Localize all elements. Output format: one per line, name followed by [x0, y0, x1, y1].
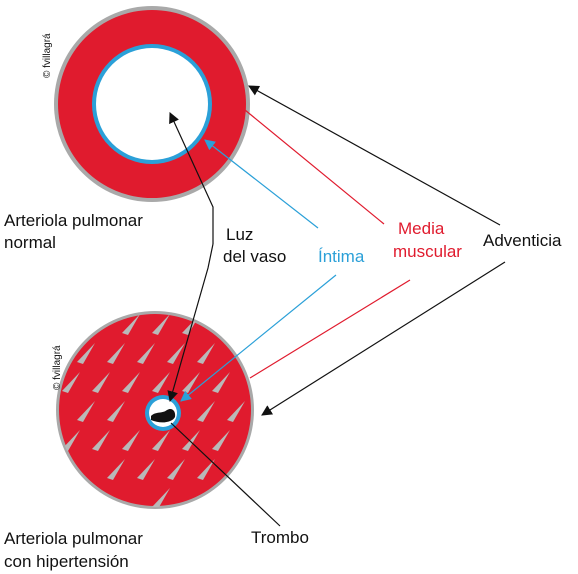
muscle-fiber [122, 372, 140, 393]
trombo-leader [170, 422, 281, 527]
muscle-fiber [107, 343, 125, 364]
muscle-fiber [137, 459, 155, 480]
luz-leader-top [169, 112, 214, 244]
muscle-fiber-pattern [62, 314, 245, 507]
media-leader-top [244, 109, 385, 225]
hypertensive-arteriole: © fvillagrá [52, 311, 254, 509]
copyright-top: © fvillagrá [42, 33, 53, 78]
normal-lumen [96, 48, 208, 160]
label-hyper-line2: con hipertensión [4, 552, 129, 571]
label-luz-line1: Luz [226, 225, 253, 244]
label-adventicia: Adventicia [483, 231, 562, 250]
muscle-fiber [62, 430, 80, 451]
label-media-line1: Media [398, 219, 445, 238]
media-leader-bottom [249, 279, 411, 379]
copyright-bottom: © fvillagrá [52, 345, 63, 390]
label-trombo: Trombo [251, 528, 309, 547]
muscle-fiber [77, 401, 95, 422]
muscle-fiber [197, 401, 215, 422]
adventicia-leader-top [248, 85, 501, 226]
labels: Arteriola pulmonar normal Luz del vaso Í… [4, 211, 562, 571]
muscle-fiber [77, 343, 95, 364]
muscle-fiber [152, 314, 170, 335]
muscle-fiber [92, 430, 110, 451]
muscle-fiber [107, 459, 125, 480]
leader-lines [167, 85, 506, 527]
muscle-fiber [122, 430, 140, 451]
thrombus [151, 408, 176, 423]
label-luz-line2: del vaso [223, 247, 286, 266]
muscle-fiber [167, 459, 185, 480]
intima-leader-bottom [180, 274, 337, 402]
normal-arteriole: © fvillagrá [42, 6, 250, 202]
muscle-fiber [227, 401, 245, 422]
label-normal-line1: Arteriola pulmonar [4, 211, 143, 230]
label-hyper-line1: Arteriola pulmonar [4, 529, 143, 548]
muscle-fiber [197, 343, 215, 364]
muscle-fiber [62, 372, 80, 393]
muscle-fiber [152, 488, 170, 507]
muscle-fiber [212, 372, 230, 393]
muscle-fiber [137, 343, 155, 364]
muscle-fiber [182, 430, 200, 451]
muscle-fiber [212, 430, 230, 451]
muscle-fiber [197, 459, 215, 480]
muscle-fiber [152, 430, 170, 451]
muscle-fiber [182, 372, 200, 393]
label-media-line2: muscular [393, 242, 462, 261]
label-normal-line2: normal [4, 233, 56, 252]
intima-leader-top [204, 139, 319, 229]
muscle-fiber [152, 372, 170, 393]
muscle-fiber [107, 401, 125, 422]
adventicia-leader-bottom [261, 261, 506, 416]
luz-leader-bottom [167, 243, 214, 403]
muscle-fiber [92, 372, 110, 393]
label-intima: Íntima [318, 247, 365, 266]
muscle-fiber [167, 343, 185, 364]
muscle-fiber [122, 314, 140, 335]
